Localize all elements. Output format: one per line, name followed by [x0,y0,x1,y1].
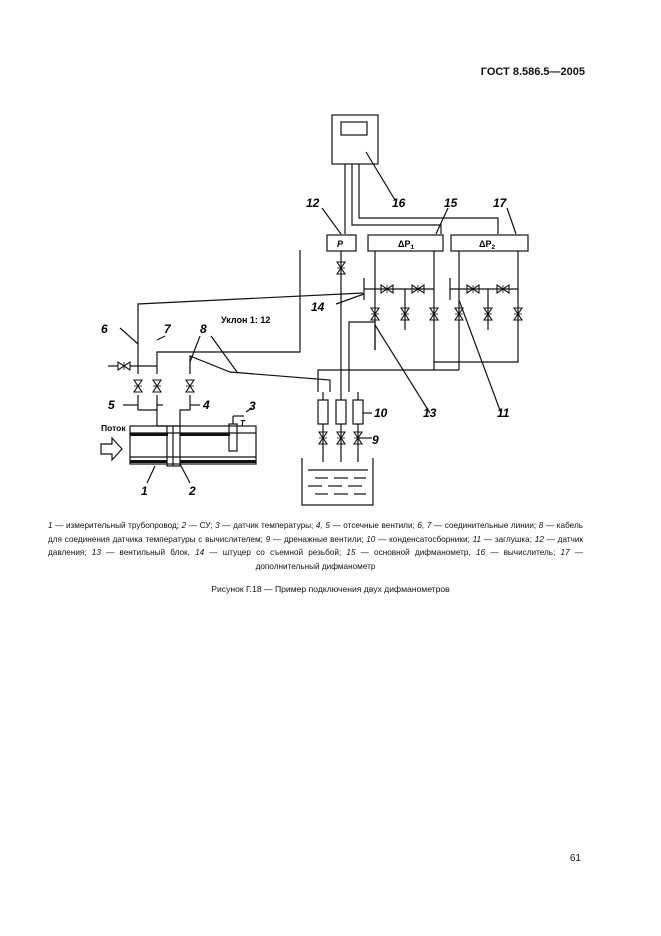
figure-caption: Рисунок Г.18 — Пример подключения двух д… [211,584,450,594]
label-10: 10 [374,406,388,420]
label-13: 13 [423,406,437,420]
legend-num: 4, 5 [315,521,330,530]
connection-diagram: 16 12 15 17 14 6 7 8 5 4 3 1 2 10 13 11 … [100,114,529,506]
temperature-label: T [240,419,246,428]
legend-num: 10 [366,534,376,544]
legend-num: 16 [475,548,486,557]
figure-legend: 1 — измерительный трубопровод; 2 — СУ; 3… [48,519,583,573]
condensate-collector-2 [335,399,347,425]
legend-text: — измерительный трубопровод; [52,521,182,530]
legend-text: — соединительные линии; [431,521,539,530]
document-header: ГОСТ 8.586.5—2005 [480,66,585,78]
legend-num: 3 [215,521,220,530]
legend-num: 13 [91,548,101,557]
flow-arrow [100,436,123,462]
label-6: 6 [101,322,108,336]
label-15: 15 [444,196,458,210]
legend-text: — дополнительный дифманометр [255,548,583,571]
legend-text: — вентильный блок, [100,548,196,557]
label-12: 12 [306,196,320,210]
condensate-collector-1 [317,399,329,425]
legend-num: 1 [48,521,53,530]
legend-text: — датчик давления; [48,534,583,558]
legend-text: — вычислитель; [485,548,561,557]
condensate-collector-3 [352,399,364,425]
legend-text: — конденсатосборники; [375,534,473,544]
legend-text: — отсечные вентили; [329,521,418,530]
computer-unit [331,114,379,165]
dp1-label: ΔP1 [398,239,414,251]
label-2: 2 [188,484,196,498]
legend-text: — основной дифманометр, [355,548,476,557]
legend-text: — кабель для соединения датчика температ… [48,521,583,544]
legend-num: 9 [265,534,271,544]
label-8: 8 [200,322,207,336]
legend-num: 12 [534,534,544,544]
temperature-sensor [228,423,238,452]
legend-num: 2 [181,521,187,530]
legend-text: — дренажные вентили; [270,534,367,544]
pressure-label: P [337,239,344,249]
extra-dp-transmitter [450,234,529,252]
main-dp-transmitter [367,234,444,252]
label-14: 14 [311,300,325,314]
legend-text: — датчик температуры; [219,521,316,530]
legend-text: — штуцер со съемной резьбой; [204,548,347,557]
legend-text: — заглушка; [481,534,535,544]
label-9: 9 [372,433,379,447]
label-17: 17 [493,196,508,210]
diagram-labels: 16 12 15 17 14 6 7 8 5 4 3 1 2 10 13 11 … [101,196,510,498]
label-5: 5 [108,398,115,412]
label-16: 16 [392,196,406,210]
slope-label: Уклон 1: 12 [221,315,270,325]
legend-num: 15 [346,548,356,557]
measuring-pipeline [129,425,257,465]
dp2-label: ΔP2 [479,239,495,251]
legend-num: 8 [538,521,544,530]
label-3: 3 [249,399,256,413]
page-number: 61 [569,853,581,864]
legend-num: 17 [560,548,570,557]
label-1: 1 [141,484,148,498]
flow-label: Поток [101,423,126,433]
label-4: 4 [202,398,210,412]
drain-tank [301,458,374,506]
label-11: 11 [497,406,510,420]
legend-num: 6, 7 [417,521,432,530]
legend-text: — СУ; [186,521,216,530]
legend-num: 11 [472,534,482,544]
computer-screen [340,121,368,136]
label-7: 7 [164,322,172,336]
legend-num: 14 [195,548,205,557]
